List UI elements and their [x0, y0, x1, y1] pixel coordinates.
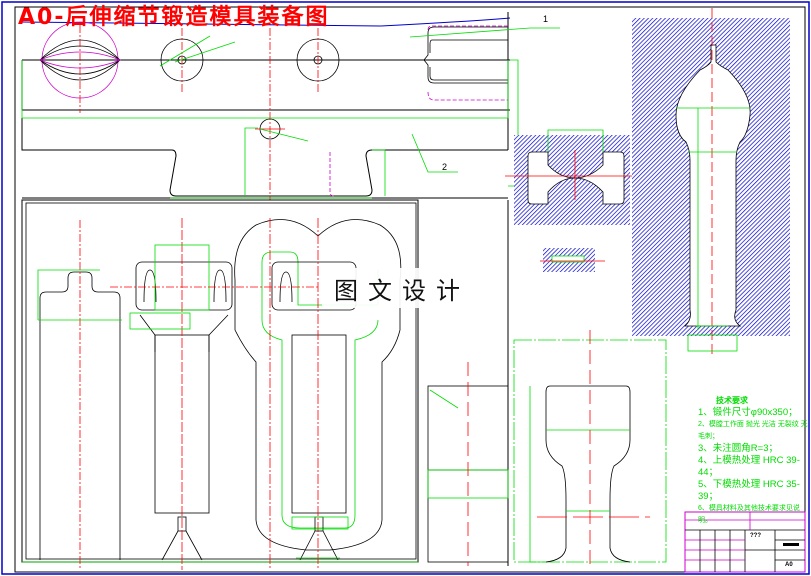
drawing-title: A0-后伸缩节锻造模具装备图 — [18, 5, 330, 30]
inner-border — [14, 6, 806, 573]
requirement-item: 1、锻件尺寸φ90x350； — [698, 407, 798, 418]
title-block-part-code: ??? — [750, 533, 761, 539]
lower-die-plan-view — [21, 199, 419, 570]
cross-section-b — [632, 8, 790, 358]
title-block — [684, 511, 806, 573]
requirement-item: 6、模具材料及其他技术要求见说明。 — [698, 505, 800, 524]
cross-section-a — [505, 129, 640, 272]
die-side-views — [427, 200, 667, 568]
watermark: 图文设计 — [322, 268, 482, 308]
requirement-item: 2、模膛工作面 抛光 光洁 无裂纹 无毛刺； — [698, 421, 808, 440]
requirement-item: 4、上模热处理 HRC 39-44； — [698, 455, 800, 478]
upper-die-plan-view — [21, 12, 560, 200]
requirement-item: 5、下模热处理 HRC 35-39； — [698, 479, 800, 502]
technical-requirements-heading: 技术要求 — [716, 396, 748, 405]
title-block-sheet-size: A0 — [785, 562, 793, 568]
requirement-item: 3、未注圆角R=3； — [698, 443, 778, 454]
leader-label-1: 1 — [543, 14, 549, 24]
die-top-curve — [21, 17, 511, 27]
leader-label-2: 2 — [442, 162, 448, 172]
technical-requirements: 技术要求 1、锻件尺寸φ90x350； 2、模膛工作面 抛光 光洁 无裂纹 无毛… — [698, 395, 811, 527]
